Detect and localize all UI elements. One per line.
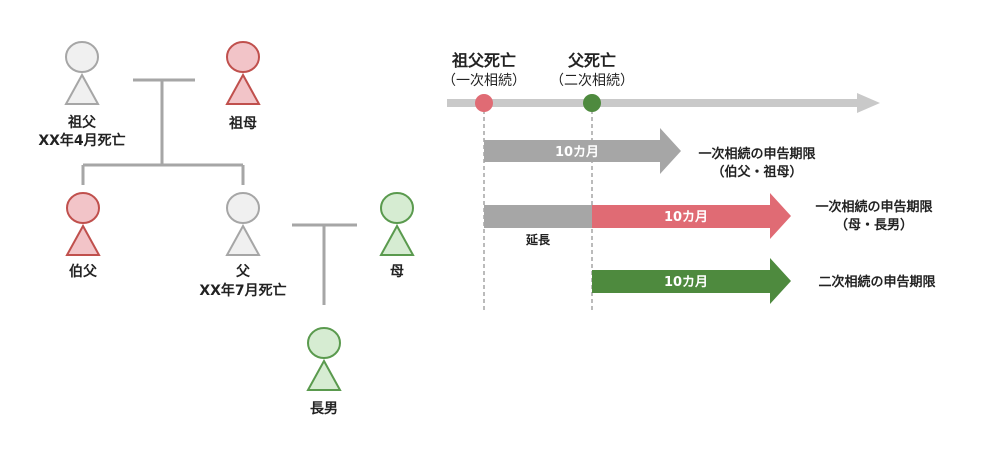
person-uncle: 伯父 [65,192,101,280]
event2-dot [583,94,601,112]
person-grandmother: 祖母 [225,41,261,132]
grandmother-name: 祖母 [228,115,257,132]
timeline-arrowhead [857,93,880,113]
event1-dot [475,94,493,112]
bar2-desc2: （母・長男） [835,217,913,233]
person-father: 父 XX年7月死亡 [199,192,287,299]
bar1-desc1: 一次相続の申告期限 [698,146,816,162]
timeline: 祖父死亡 （一次相続） 父死亡 （二次相続） 10カ月 一次相続の申告期限 （伯… [442,51,936,312]
son-name: 長男 [310,401,338,417]
uncle-name: 伯父 [69,263,98,280]
bar3-label: 10カ月 [664,275,708,290]
mother-name: 母 [390,264,404,280]
event2-title: 父死亡 [567,51,616,70]
father-death-note: XX年7月死亡 [199,282,286,299]
family-tree-lines [81,78,357,305]
bar1-label: 10カ月 [555,145,599,160]
bar1-arrow: 10カ月 [484,128,681,174]
bar3-arrow: 10カ月 [592,258,791,304]
bar2-desc1: 一次相続の申告期限 [815,199,933,215]
bar2-label: 10カ月 [664,210,708,225]
bar1-desc2: （伯父・祖母） [711,164,802,180]
event1-sub: （一次相続） [442,72,526,89]
extension-label: 延長 [525,232,551,247]
person-grandfather: 祖父 XX年4月死亡 [38,41,126,149]
grandfather-name: 祖父 [67,114,97,131]
event1-title: 祖父死亡 [451,51,516,70]
timeline-axis [447,99,857,107]
father-name: 父 [235,264,251,280]
grandfather-death-note: XX年4月死亡 [38,132,125,149]
person-son: 長男 [306,327,342,417]
person-mother: 母 [379,192,415,280]
bar3-desc1: 二次相続の申告期限 [818,274,936,290]
extension-bar [484,205,592,228]
bar2-arrow: 10カ月 [592,193,791,239]
event2-sub: （二次相続） [550,72,634,89]
